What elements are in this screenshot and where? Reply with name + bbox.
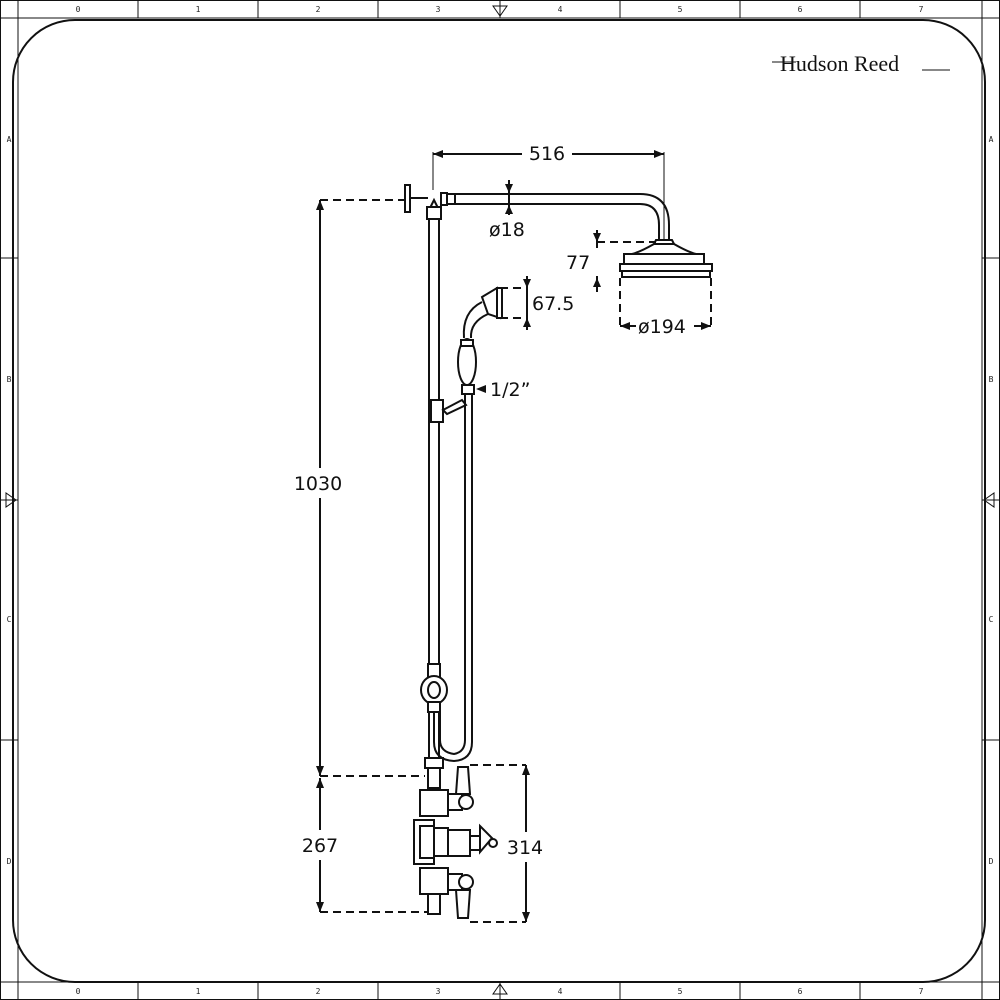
zone-row-left-c: C — [7, 615, 12, 624]
drawing-border — [12, 19, 986, 983]
zone-col-bottom-6: 6 — [798, 987, 803, 996]
zone-col-top-1: 1 — [196, 5, 201, 14]
centering-mark-bottom — [492, 982, 508, 1000]
riser-valve-nut — [424, 757, 444, 769]
dim-arm-length: 516 — [529, 143, 565, 165]
zone-col-top-6: 6 — [798, 5, 803, 14]
zone-col-bottom-0: 0 — [76, 987, 81, 996]
dim-arm-diameter: ø18 — [489, 219, 525, 241]
zone-col-top-7: 7 — [919, 5, 924, 14]
zone-row-right-b: B — [989, 375, 994, 384]
top-lever-knob — [458, 794, 474, 810]
brand-logo: Hudson Reed — [772, 51, 950, 76]
bottom-lever-knob — [458, 874, 474, 890]
shower-hose — [439, 394, 466, 756]
thermostatic-valve — [413, 766, 498, 919]
shower-assembly — [404, 184, 713, 919]
zone-row-right-d: D — [989, 857, 994, 866]
valve-top-body — [419, 789, 449, 817]
zone-col-bottom-1: 1 — [196, 987, 201, 996]
left-zone-ticks — [0, 257, 18, 741]
dim-outlet-thread: 1/2” — [490, 379, 530, 401]
bottom-lever-handle — [454, 889, 472, 919]
zone-col-bottom-2: 2 — [316, 987, 321, 996]
handset-connector — [461, 384, 475, 395]
zone-col-top-2: 2 — [316, 5, 321, 14]
dim-head-height: 77 — [566, 252, 590, 274]
zone-col-top-4: 4 — [558, 5, 563, 14]
zone-col-bottom-7: 7 — [919, 987, 924, 996]
riser-top-joint — [426, 206, 442, 220]
cross-handle — [479, 823, 494, 855]
wall-bracket — [404, 184, 411, 213]
top-zone-ticks — [137, 0, 861, 18]
zone-row-left-d: D — [7, 857, 12, 866]
centering-mark-left — [0, 492, 18, 508]
dim-valve-total: 314 — [507, 837, 543, 859]
zone-row-right-c: C — [989, 615, 994, 624]
zone-col-top-5: 5 — [678, 5, 683, 14]
handset-face — [496, 287, 503, 319]
shower-head — [619, 239, 713, 278]
zone-col-top-3: 3 — [436, 5, 441, 14]
zone-row-left-a: A — [7, 135, 12, 144]
handset-neck — [462, 301, 483, 339]
bottom-zone-ticks — [137, 982, 861, 1000]
zone-col-bottom-3: 3 — [436, 987, 441, 996]
zone-col-bottom-5: 5 — [678, 987, 683, 996]
zone-col-bottom-4: 4 — [558, 987, 563, 996]
shower-arm — [455, 193, 670, 240]
zone-row-left-b: B — [7, 375, 12, 384]
dimension-lines — [316, 150, 712, 923]
valve-bottom-body — [419, 867, 449, 895]
zone-col-top-0: 0 — [76, 5, 81, 14]
dim-head-diameter: ø194 — [638, 316, 686, 338]
dim-handset-head: 67.5 — [532, 293, 574, 315]
arm-collar — [446, 193, 456, 205]
zone-row-right-a: A — [989, 135, 994, 144]
valve-bottom-outlet — [427, 893, 441, 915]
slider-bracket — [430, 399, 444, 423]
centering-mark-top — [492, 0, 508, 18]
top-lever-handle — [454, 766, 472, 795]
brand-name: Hudson Reed — [780, 51, 899, 76]
outlet-thread-arrow — [476, 385, 486, 393]
dim-valve-height: 267 — [302, 835, 338, 857]
dim-riser-height: 1030 — [294, 473, 342, 495]
handset-holder — [441, 398, 468, 416]
handset — [457, 286, 503, 395]
